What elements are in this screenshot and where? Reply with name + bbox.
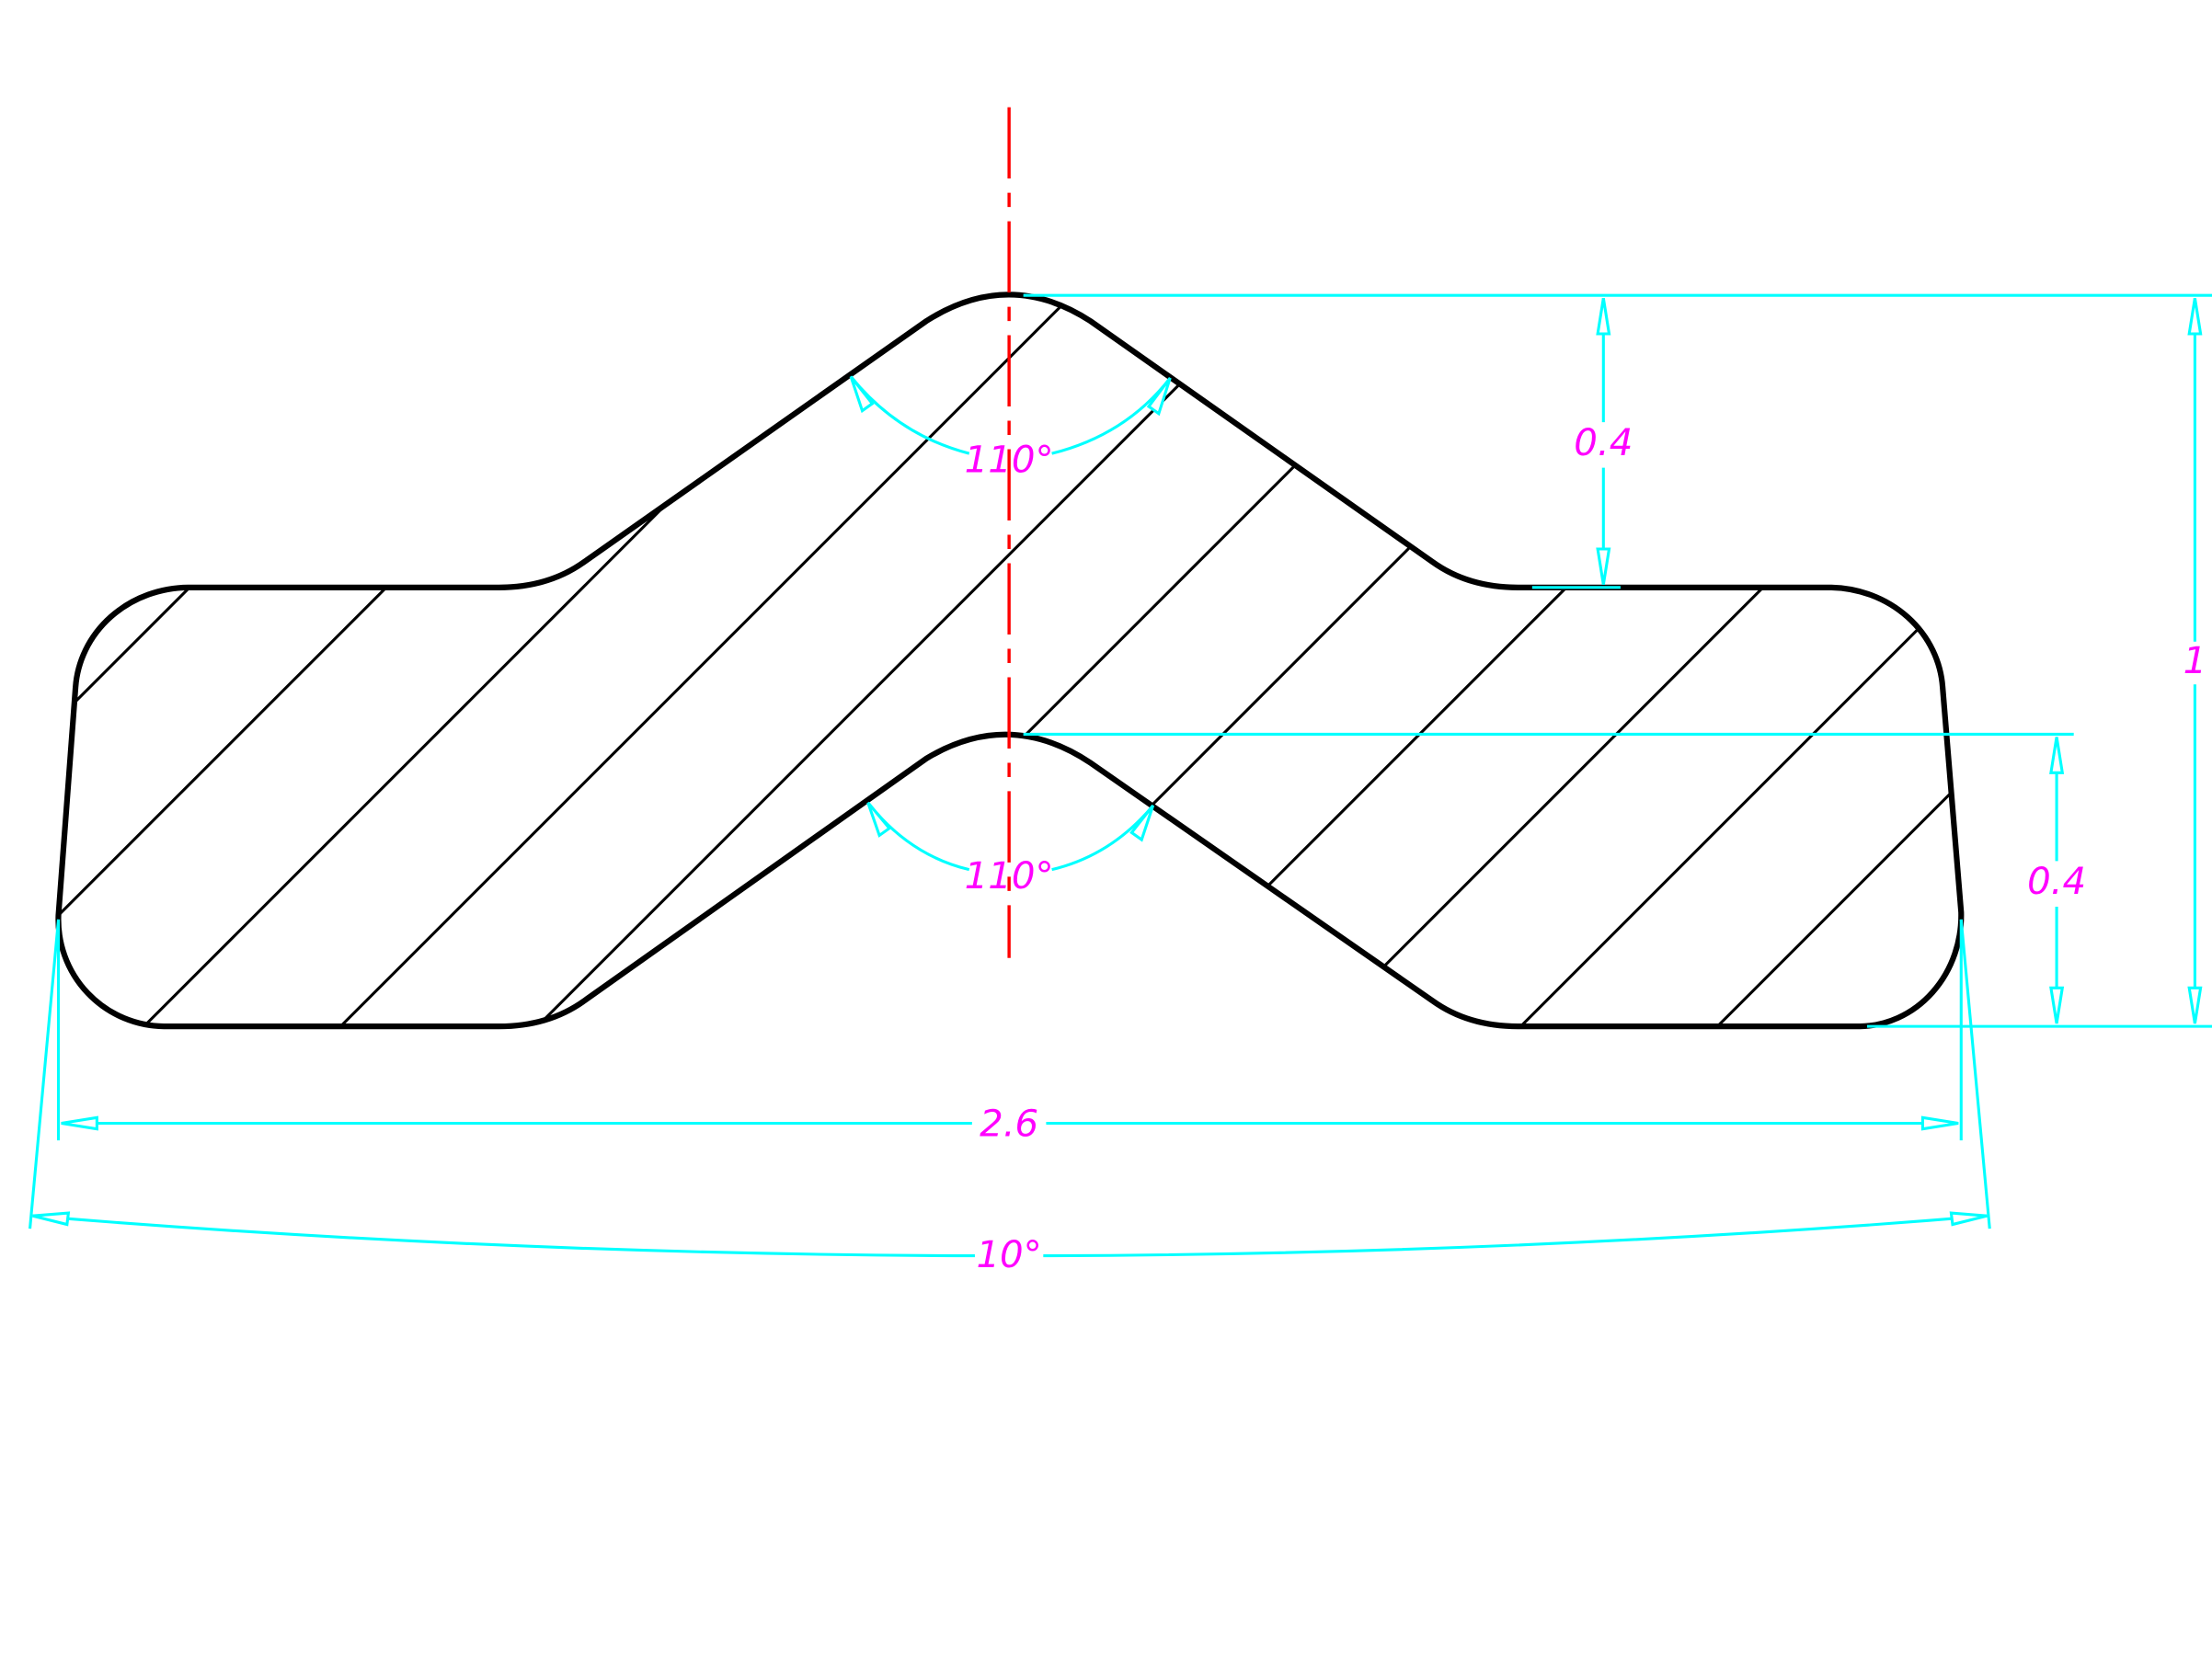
hatch-line (58, 294, 957, 1027)
width-label: 2.6 (980, 1103, 1038, 1146)
dimension-top-angle: 110° (849, 375, 1172, 481)
hatch-line (1405, 294, 1962, 1027)
total-height-label: 1 (2183, 640, 2207, 682)
extension-lines (28, 293, 2212, 1229)
hatch-line (1209, 294, 1962, 1027)
bottom-depth-label: 0.4 (2027, 861, 2086, 903)
profile-outline (55, 292, 1965, 1030)
dimension-width: 2.6 (61, 1103, 1959, 1146)
hatch-line (422, 294, 1351, 1027)
section-hatching (58, 294, 1962, 1027)
hatch-line (1602, 294, 1962, 1027)
dimension-total-height: 1 (2183, 298, 2207, 1024)
hatch-line (1799, 294, 1962, 1027)
top-depth-label: 0.4 (1574, 422, 1633, 464)
bottom-angle-label: 110° (965, 855, 1054, 898)
hatch-line (225, 294, 1154, 1027)
dimension-bottom-angle: 110° (866, 801, 1155, 898)
dimension-bottom-depth: 0.4 (2027, 737, 2086, 1024)
dimension-side-taper: 10° (32, 1211, 1988, 1276)
hatch-line (1012, 294, 1942, 1027)
hatch-line (618, 294, 1548, 1027)
hatch-line (58, 294, 565, 1027)
hatch-line (58, 294, 762, 1027)
top-angle-label: 110° (965, 439, 1054, 481)
dimension-top-depth: 0.4 (1574, 298, 1633, 585)
side-taper-label: 10° (976, 1234, 1041, 1276)
